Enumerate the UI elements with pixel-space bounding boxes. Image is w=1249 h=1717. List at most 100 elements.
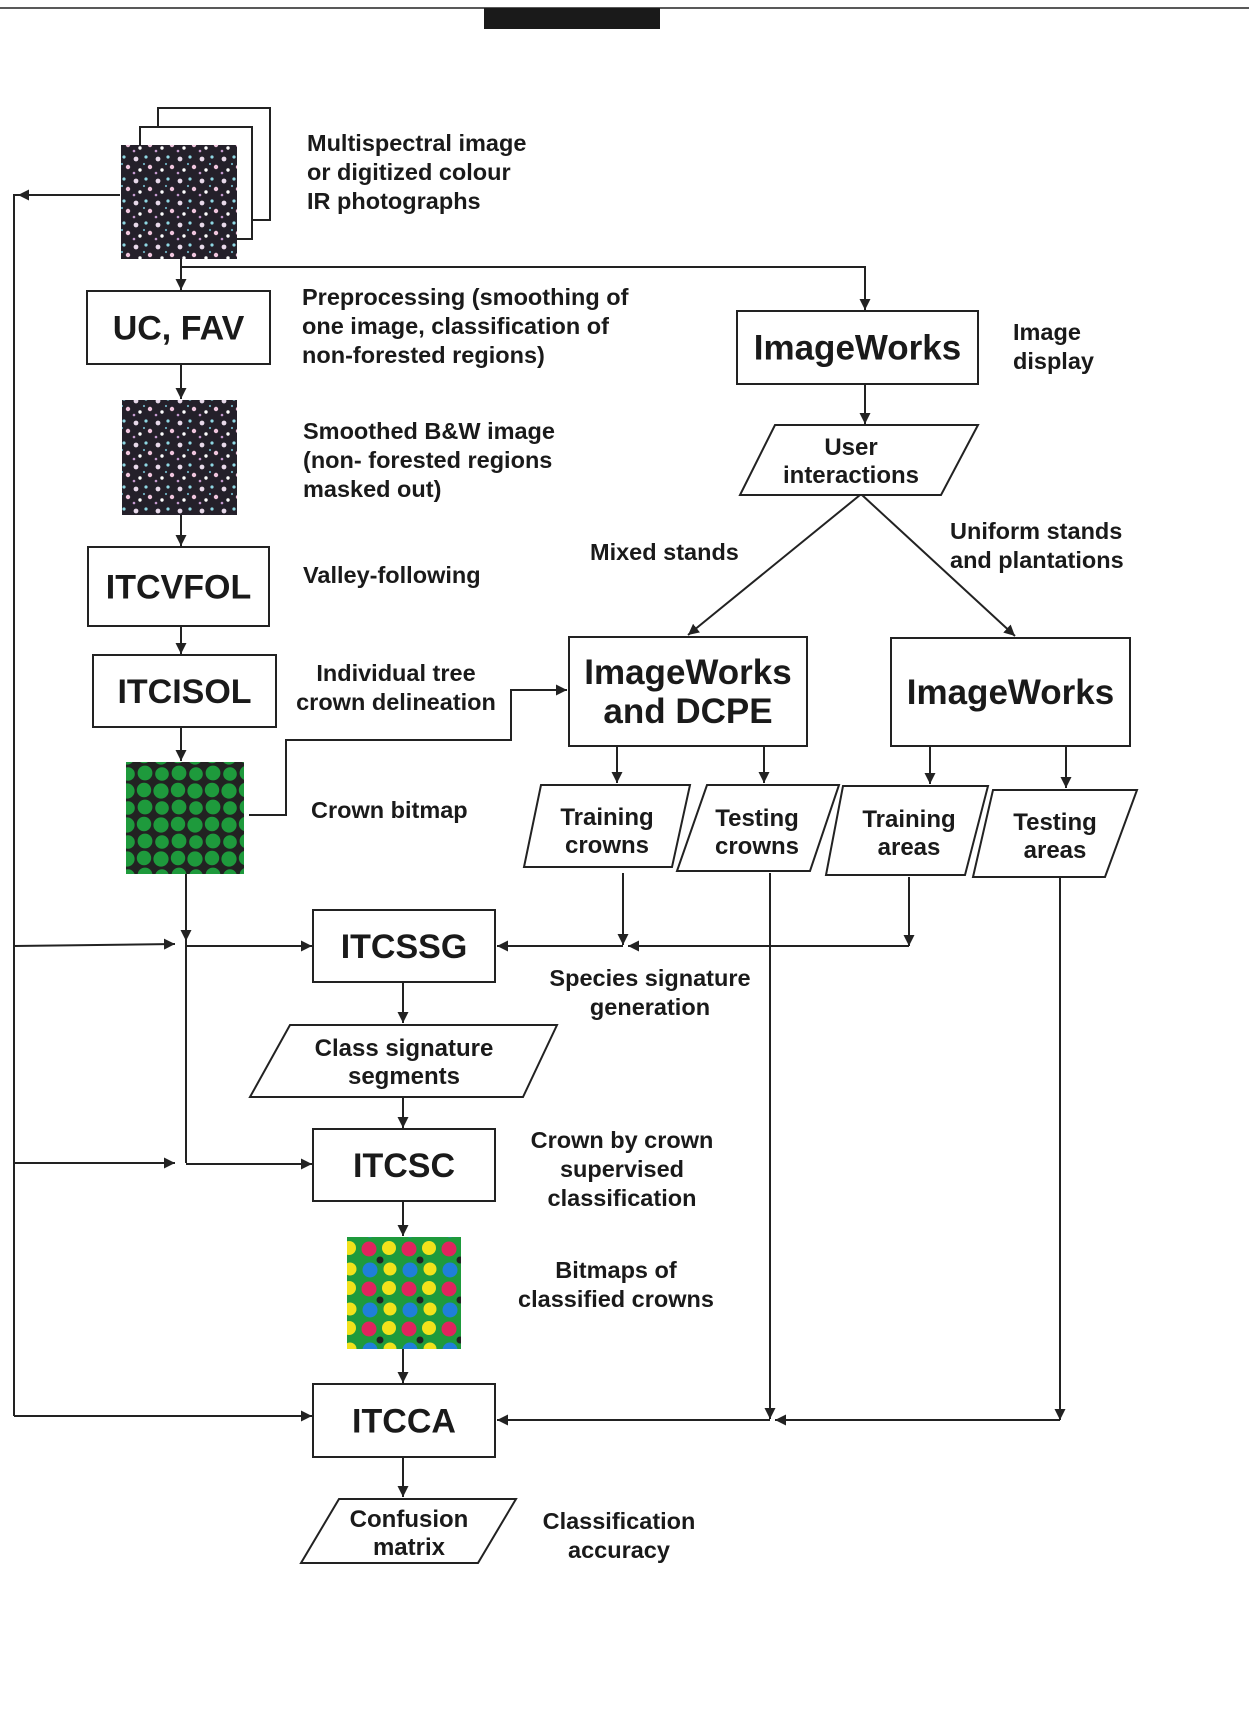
crown-bitmap-note: Crown bitmap <box>311 797 468 823</box>
header-block <box>484 8 660 29</box>
itcvfol-label-line: ITCVFOL <box>106 569 251 607</box>
itcca-label-line: ITCCA <box>352 1403 456 1441</box>
image-display-note-line: display <box>1013 348 1094 374</box>
preprocessing-note-line: one image, classification of <box>302 313 609 339</box>
uc-fav-label-line: UC, FAV <box>113 310 245 348</box>
user-interactions-shape <box>738 424 980 496</box>
testing-crowns-label-line: Testing <box>715 805 799 832</box>
mixed-note-line: Mixed stands <box>590 539 739 565</box>
imageworks-top-label: ImageWorks <box>754 329 962 368</box>
crown-by-crown-note-line: supervised <box>560 1156 684 1182</box>
itcsc-label: ITCSC <box>353 1147 455 1185</box>
testing-areas-shape <box>971 789 1139 878</box>
smoothed-note: Smoothed B&W image (non- forested regions… <box>303 418 555 502</box>
uniform-note: Uniform stands and plantations <box>950 518 1124 573</box>
class-signature-label-line: segments <box>348 1063 460 1090</box>
confusion-matrix-label-line: matrix <box>373 1534 446 1561</box>
uniform-note-line: Uniform stands <box>950 518 1122 544</box>
confusion-matrix-shape <box>299 1498 518 1564</box>
imageworks-top-label-line: ImageWorks <box>754 329 962 368</box>
edge-left-to-ssg-junction <box>13 938 176 950</box>
imageworks-dcpe-label-line: ImageWorks <box>584 653 792 692</box>
accuracy-note: Classification accuracy <box>543 1508 696 1563</box>
image-display-note: Image display <box>1013 319 1094 374</box>
edge-user-dcpe <box>687 494 861 636</box>
preprocessing-note: Preprocessing (smoothing of one image, cl… <box>302 284 629 368</box>
smoothed-note-line: Smoothed B&W image <box>303 418 555 444</box>
class-signature-label-line: Class signature <box>315 1035 494 1062</box>
testing-areas-label-line: Testing <box>1013 809 1097 836</box>
edge-bitmap-dcpe <box>249 684 567 816</box>
edge-left-rail <box>13 194 120 1416</box>
imageworks-dcpe-label-line: and DCPE <box>603 692 772 731</box>
smoothed-image-thumbnail <box>122 400 237 515</box>
species-sig-note-line: Species signature <box>549 965 750 991</box>
edge-user-iwright <box>861 494 1016 637</box>
user-interactions-label-line: User <box>824 434 877 461</box>
training-crowns-shape <box>522 784 692 868</box>
itcsc-box <box>312 1128 496 1202</box>
testing-crowns-label-line: crowns <box>715 833 799 860</box>
crown-bitmap-thumbnail <box>126 762 244 874</box>
delineation-note-line: crown delineation <box>296 689 496 715</box>
classified-crowns-thumbnail <box>347 1237 461 1349</box>
bitmaps-classified-note-line: classified crowns <box>518 1286 714 1312</box>
itcssg-label-line: ITCSSG <box>341 928 468 966</box>
imageworks-top-box <box>736 310 979 385</box>
itcca-label: ITCCA <box>352 1403 456 1441</box>
imageworks-right-label: ImageWorks <box>907 673 1115 712</box>
multispectral-image-thumbnail <box>121 145 237 259</box>
itcsc-label-line: ITCSC <box>353 1147 455 1185</box>
training-crowns-label-line: crowns <box>565 832 649 859</box>
imageworks-right-label-line: ImageWorks <box>907 673 1115 712</box>
itcisol-label-line: ITCISOL <box>117 673 251 711</box>
accuracy-note-line: accuracy <box>568 1537 670 1563</box>
confusion-matrix-label-line: Confusion <box>350 1506 469 1533</box>
multispectral-note-line: or digitized colour <box>307 159 511 185</box>
accuracy-note-line: Classification <box>543 1508 696 1534</box>
crown-by-crown-note-line: Crown by crown <box>531 1127 714 1153</box>
edge-multi-imageworks <box>181 266 871 310</box>
valley-note: Valley-following <box>303 562 481 588</box>
training-areas-shape <box>824 785 990 876</box>
delineation-note: Individual tree crown delineation <box>296 660 496 715</box>
crown-bitmap-note-line: Crown bitmap <box>311 797 468 823</box>
multispectral-note-line: Multispectral image <box>307 130 526 156</box>
imageworks-dcpe-box <box>568 636 808 747</box>
itcssg-box <box>312 909 496 983</box>
preprocessing-note-line: Preprocessing (smoothing of <box>302 284 629 310</box>
user-interactions-label-line: interactions <box>783 462 919 489</box>
itcisol-label: ITCISOL <box>117 673 251 711</box>
smoothed-note-line: (non- forested regions <box>303 447 552 473</box>
bitmaps-classified-note-line: Bitmaps of <box>555 1257 677 1283</box>
mixed-note: Mixed stands <box>590 539 739 565</box>
itcvfol-box <box>87 546 270 627</box>
itcisol-box <box>92 654 277 728</box>
testing-crowns-shape <box>675 784 841 872</box>
imageworks-right-box <box>890 637 1131 747</box>
testing-areas-label-line: areas <box>1024 837 1087 864</box>
crown-by-crown-note-line: classification <box>548 1185 697 1211</box>
image-display-note-line: Image <box>1013 319 1081 345</box>
valley-note-line: Valley-following <box>303 562 481 588</box>
delineation-note-line: Individual tree <box>316 660 475 686</box>
class-signature-shape <box>248 1024 559 1098</box>
itcvfol-label: ITCVFOL <box>106 569 251 607</box>
itcssg-label: ITCSSG <box>341 928 468 966</box>
uniform-note-line: and plantations <box>950 547 1124 573</box>
uc-fav-label: UC, FAV <box>113 310 245 348</box>
training-crowns-label-line: Training <box>560 804 653 831</box>
training-areas-label-line: areas <box>878 834 941 861</box>
